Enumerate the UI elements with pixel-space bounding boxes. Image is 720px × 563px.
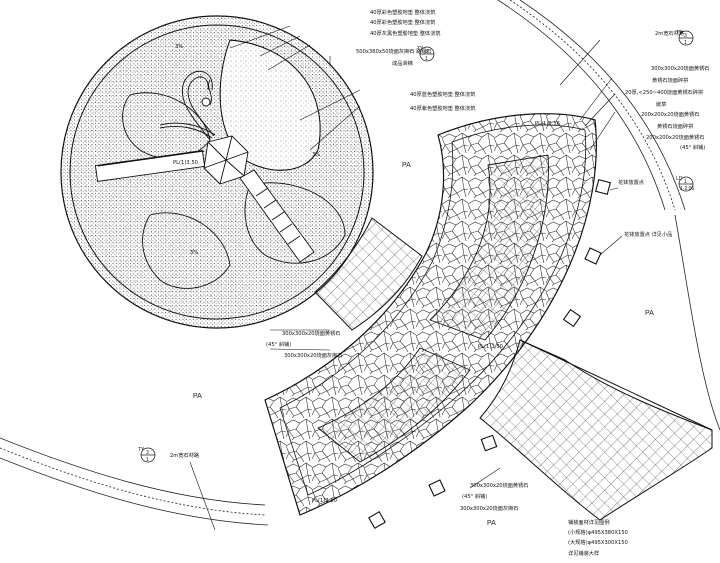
callout-label: 40厚紫色塑胶地垫 整体浇筑 bbox=[410, 106, 476, 112]
detail-ref-sheet: 1 bbox=[146, 457, 149, 463]
callout-label: 成品滑梯 bbox=[392, 61, 413, 67]
slide-structure bbox=[94, 70, 315, 263]
callout-label: 300x300x20烧面灰麻石 bbox=[284, 353, 343, 359]
zone-label: PA bbox=[645, 310, 654, 317]
callout-label: 2m宽石材路 bbox=[655, 31, 685, 37]
elevation-mark: PL(1)3.50 bbox=[478, 344, 503, 350]
callout-label: 40厚彩色塑胶地垫 整体浇筑 bbox=[370, 10, 436, 16]
callout-label: (45° 斜铺) bbox=[266, 342, 292, 348]
detail-ref-num: 3 bbox=[684, 33, 687, 39]
slope-mark: 3% bbox=[312, 152, 321, 158]
leader-lines bbox=[189, 25, 623, 531]
callout-label: 黄锈石烧面碎拼 bbox=[657, 124, 694, 130]
grid-insert-lower bbox=[317, 347, 471, 463]
callout-label: 花钵放置点 详见小品 bbox=[624, 232, 673, 238]
diagonal-grid-paving-left bbox=[314, 217, 423, 331]
callout-label: (小规格)φ495X380X150 bbox=[568, 530, 628, 536]
detail-ref-num: 3 bbox=[425, 49, 428, 55]
callout-label: 铺装面材详见图例 bbox=[568, 520, 610, 526]
callout-label: 花钵放置点 bbox=[618, 180, 644, 186]
callout-label: 500x380x50烧面灰麻石 路缘石 bbox=[356, 49, 432, 55]
callout-label: 40厚彩色塑胶地垫 整体浇筑 bbox=[370, 20, 436, 26]
callout-label: 40厚蓝色塑胶地垫 整体浇筑 bbox=[410, 92, 476, 98]
callout-label: 300x300x20烧面黄锈石 bbox=[282, 331, 341, 337]
callout-label: (45° 斜铺) bbox=[680, 145, 706, 151]
detail-ref-top: LD bbox=[676, 176, 683, 182]
slope-mark: 3% bbox=[190, 250, 199, 256]
detail-ref-top: TY bbox=[676, 30, 683, 36]
callout-label: 黄锈石烧面碎拼 bbox=[652, 78, 689, 84]
callout-label: 300x300x20烧面黄锈石 bbox=[651, 66, 710, 72]
detail-ref-num: 3 bbox=[146, 450, 149, 456]
detail-ref-num: 1 bbox=[684, 179, 687, 185]
callout-label: 200x200x20烧面黄锈石 bbox=[646, 135, 705, 141]
detail-ref-sheet: 1 bbox=[425, 56, 428, 62]
callout-label: 2m宽石材路 bbox=[170, 453, 200, 459]
callout-label: 20厚,<250~400烧面黄锈石碎拼 bbox=[625, 90, 704, 96]
callout-label: (大规格)φ495X300X150 bbox=[568, 540, 628, 546]
detail-ref-top: TY bbox=[138, 447, 145, 453]
detail-ref-sheet: 1-2.06 bbox=[680, 186, 695, 192]
callout-label: 40厚灰黑色塑胶地垫 整体浇筑 bbox=[370, 31, 441, 37]
callout-label: (45° 斜铺) bbox=[462, 494, 488, 500]
curved-stone-path bbox=[0, 0, 720, 526]
rubber-mat-zones bbox=[122, 39, 346, 289]
zone-label: PA bbox=[193, 393, 202, 400]
callout-label: 200x200x20烧面黄锈石 bbox=[641, 112, 700, 118]
elevation-mark: PL(1)3.50 bbox=[173, 160, 198, 166]
diagonal-grid-paving-right bbox=[479, 339, 713, 521]
elevation-mark: PL(1)3.56 bbox=[535, 121, 560, 127]
detail-ref-sheet: 1 bbox=[684, 40, 687, 46]
grid-insert-upper bbox=[429, 154, 549, 341]
callout-label: 300x300x20烧面黄锈石 bbox=[470, 483, 529, 489]
zone-label: PA bbox=[487, 520, 496, 527]
callout-label: 详见铺装大样 bbox=[568, 551, 600, 557]
callout-label: 300x300x20烧面灰麻石 bbox=[460, 506, 519, 512]
slope-mark: 3% bbox=[175, 44, 184, 50]
elevation-mark: PL(1)3.50 bbox=[312, 498, 337, 504]
detail-reference-circles bbox=[140, 30, 694, 463]
callout-label: 嵌草 bbox=[656, 102, 667, 108]
flower-pots bbox=[368, 178, 612, 529]
detail-ref-top: TY bbox=[417, 46, 424, 52]
zone-label: PA bbox=[402, 162, 411, 169]
